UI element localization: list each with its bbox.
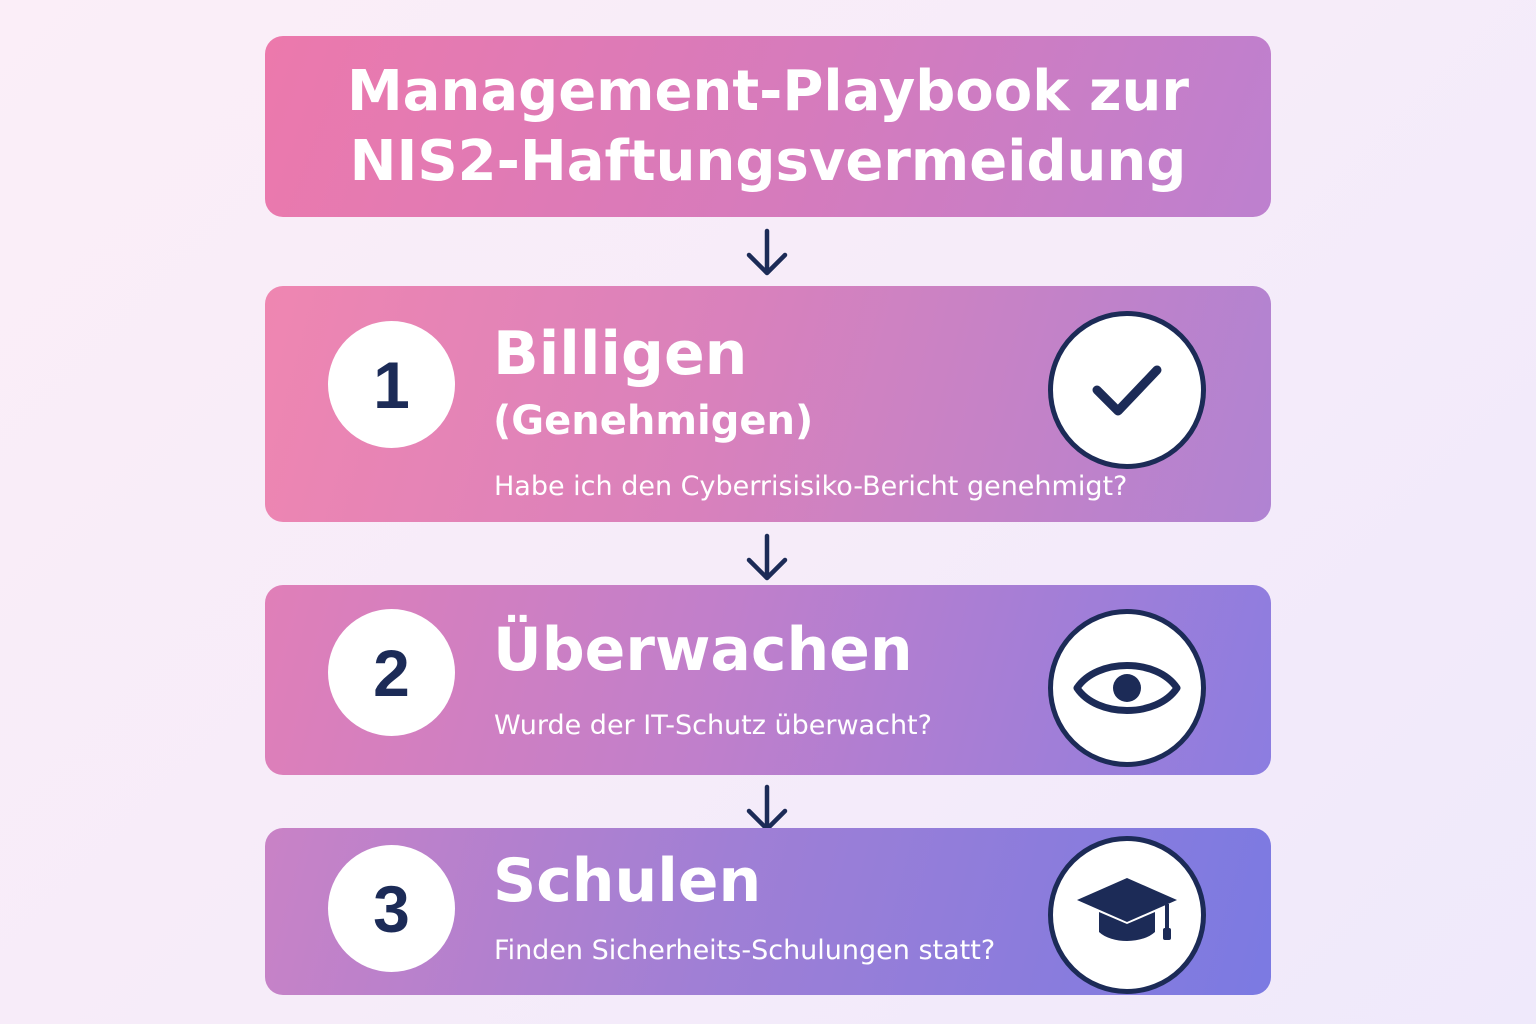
icon-badge bbox=[1048, 311, 1206, 469]
step-card-2: 2 Überwachen Wurde der IT-Schutz überwac… bbox=[265, 585, 1271, 775]
step-subheading: (Genehmigen) bbox=[493, 398, 814, 444]
step-number-badge: 2 bbox=[328, 609, 455, 736]
title-line-1: Management-Playbook zur bbox=[346, 58, 1190, 124]
arrow-down-icon bbox=[746, 784, 788, 832]
title-box: Management-Playbook zur NIS2-Haftungsver… bbox=[265, 36, 1271, 217]
step-number-badge: 3 bbox=[328, 845, 455, 972]
icon-badge bbox=[1048, 836, 1206, 994]
step-question: Wurde der IT-Schutz überwacht? bbox=[494, 710, 932, 741]
step-question: Habe ich den Cyberrisisiko-Bericht geneh… bbox=[494, 471, 1128, 502]
step-card-1: 1 Billigen (Genehmigen) Habe ich den Cyb… bbox=[265, 286, 1271, 522]
step-heading: Billigen bbox=[493, 319, 748, 389]
icon-badge bbox=[1048, 609, 1206, 767]
arrow-down-icon bbox=[746, 228, 788, 276]
arrow-down-icon bbox=[746, 533, 788, 581]
title-line-2: NIS2-Haftungsvermeidung bbox=[349, 128, 1187, 194]
graduation-cap-icon bbox=[1077, 878, 1177, 941]
checkmark-icon bbox=[1092, 365, 1162, 416]
step-heading: Schulen bbox=[493, 846, 762, 916]
step-card-3: 3 Schulen Finden Sicherheits-Schulungen … bbox=[265, 828, 1271, 995]
step-number-badge: 1 bbox=[328, 321, 455, 448]
step-question: Finden Sicherheits-Schulungen statt? bbox=[494, 935, 996, 966]
step-heading: Überwachen bbox=[493, 615, 913, 685]
eye-icon bbox=[1073, 662, 1181, 714]
